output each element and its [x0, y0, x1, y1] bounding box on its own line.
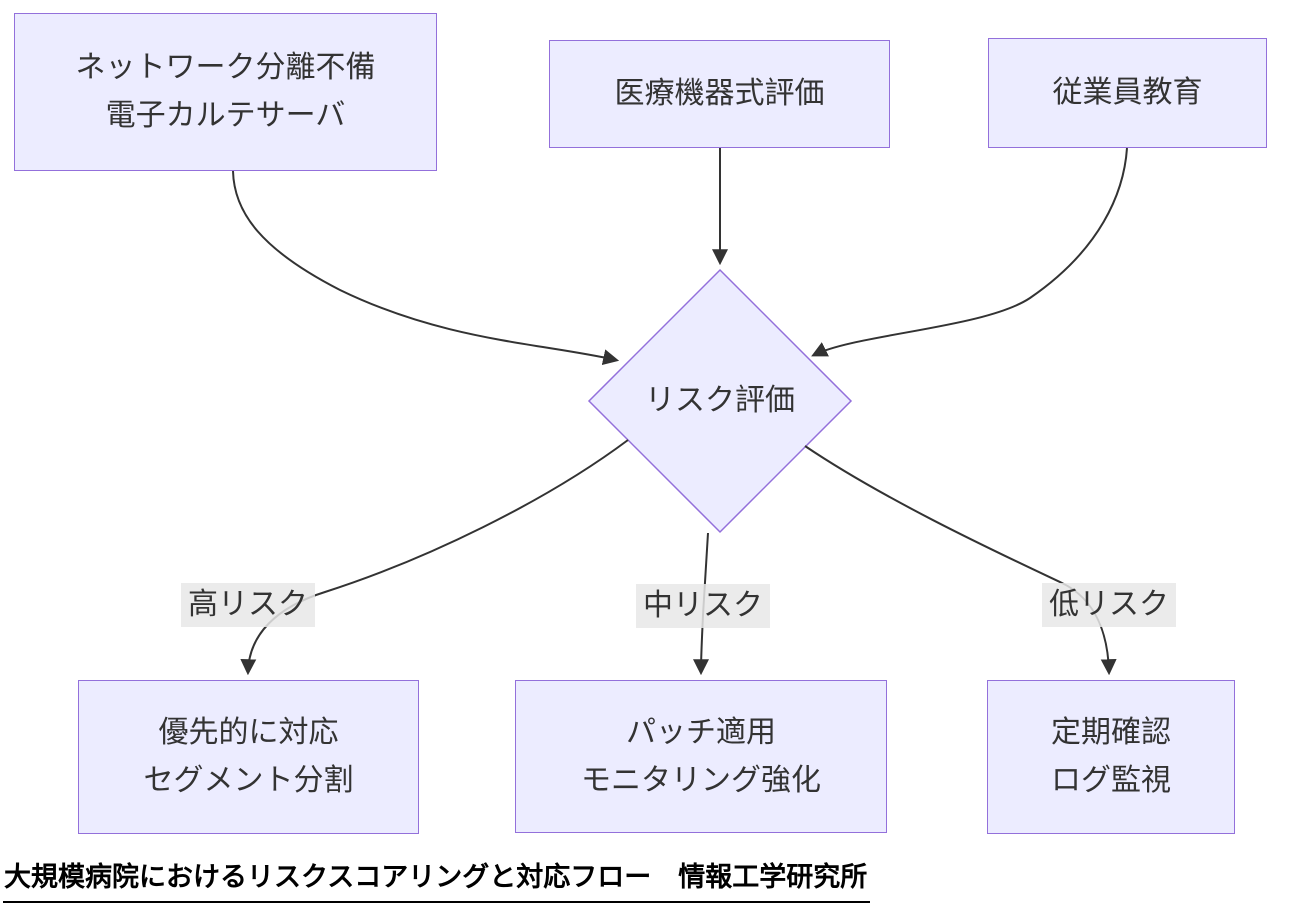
node-periodic-line2: ログ監視	[1051, 764, 1171, 797]
node-priority-line1: 優先的に対応	[158, 716, 339, 749]
edge-network-to-risk	[232, 170, 620, 366]
node-priority-line2: セグメント分割	[143, 764, 354, 797]
node-medical-device-eval: 医療機器式評価	[549, 40, 890, 148]
node-training-line1: 従業員教育	[1052, 76, 1203, 109]
node-periodic-line1: 定期確認	[1051, 716, 1171, 749]
node-patch-line2: モニタリング強化	[581, 763, 821, 797]
node-network-line2: 電子カルテサーバ	[105, 99, 346, 132]
node-priority-response: 優先的に対応 セグメント分割	[78, 680, 419, 834]
edge-label-high-risk: 高リスク	[181, 583, 315, 627]
edge-label-medium-risk: 中リスク	[636, 584, 770, 628]
node-periodic-check: 定期確認 ログ監視	[987, 680, 1235, 834]
node-risk-assessment-label: リスク評価	[645, 384, 795, 417]
decision-diamond-shape	[587, 268, 853, 534]
edge-label-low-risk: 低リスク	[1042, 583, 1176, 627]
node-employee-training: 従業員教育	[988, 38, 1267, 148]
edge-risk-to-periodic	[804, 445, 1117, 676]
node-patch-monitoring: パッチ適用 モニタリング強化	[515, 680, 887, 833]
node-patch-line1: パッチ適用	[626, 715, 776, 749]
node-network-line1: ネットワーク分離不備	[75, 51, 376, 84]
edge-risk-to-priority	[240, 439, 629, 676]
edge-training-to-risk	[811, 147, 1128, 357]
node-medical-line1: 医療機器式評価	[614, 77, 825, 110]
diagram-caption: 大規模病院におけるリスクスコアリングと対応フロー 情報工学研究所	[3, 860, 871, 903]
node-network-separation: ネットワーク分離不備 電子カルテサーバ	[14, 13, 437, 171]
